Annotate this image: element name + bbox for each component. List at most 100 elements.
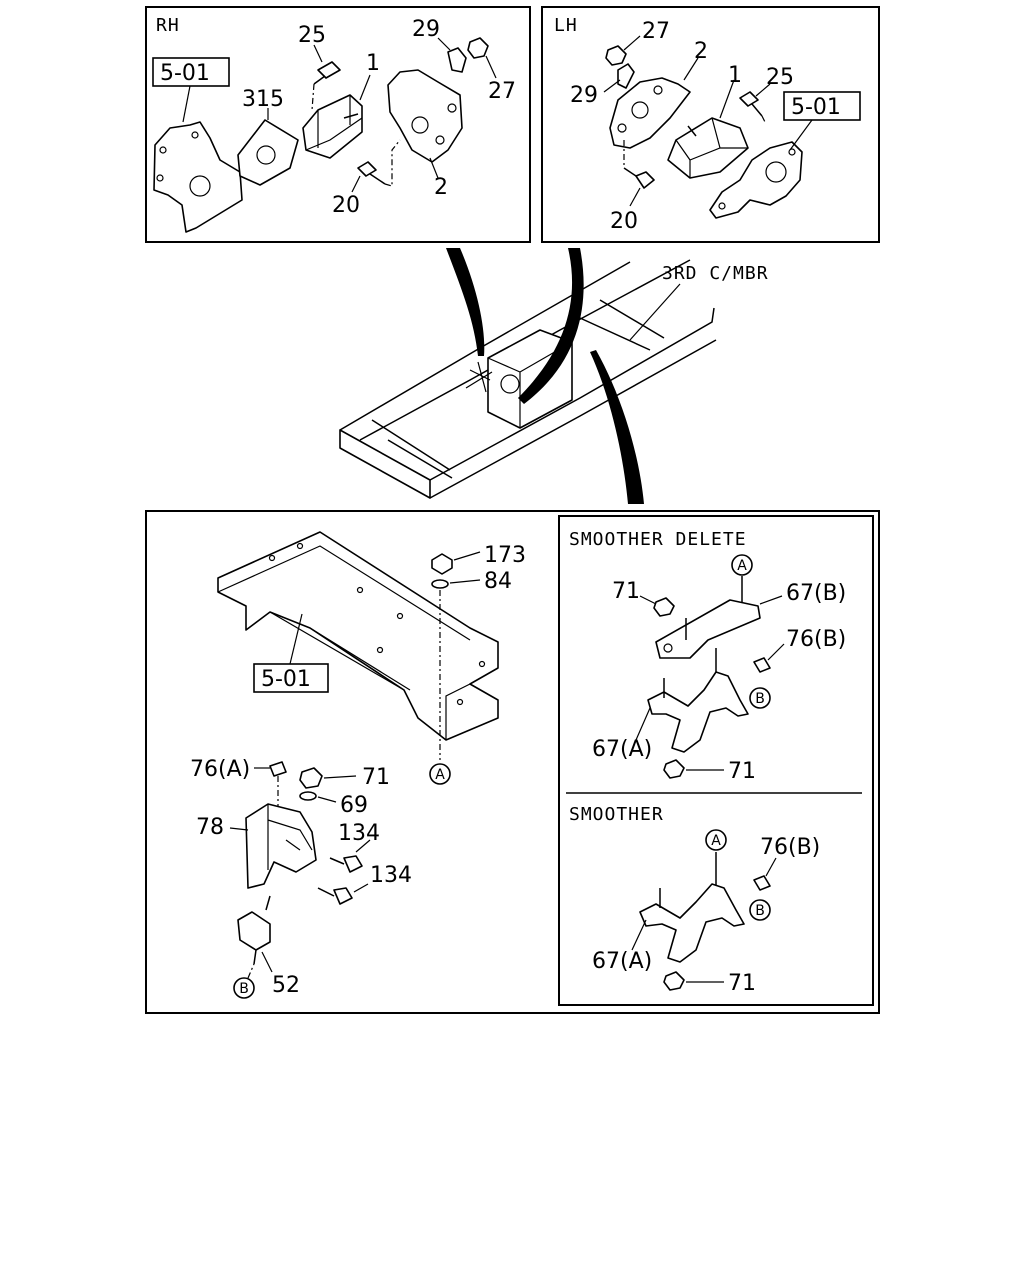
smoother-delete-bolt-76b-leader	[767, 643, 785, 661]
rh-callout-1[interactable]: 1	[366, 51, 380, 76]
rh-callout-25[interactable]: 25	[298, 23, 326, 48]
rh-panel-border	[145, 6, 531, 243]
callout-76b-smoother-delete[interactable]: 76(B)	[786, 627, 846, 652]
frame-crossmember-3rd	[579, 299, 665, 351]
bolt-134-upper-shank	[329, 857, 345, 865]
marker-b-smoother-delete[interactable]	[749, 687, 771, 709]
rh-ref-box[interactable]	[152, 57, 230, 87]
smoother-options-panel: SMOOTHER DELETE A 67(B) 71 76(B) 67(A) B…	[558, 515, 874, 1006]
smoother-delete-bolt-76b	[753, 657, 771, 673]
marker-a-smoother[interactable]	[705, 829, 727, 851]
rh-ref-label[interactable]: 5-01	[160, 61, 210, 86]
marker-a-smoother-delete-label[interactable]: A	[737, 558, 747, 574]
rh-bracket-bolt-hole-1	[159, 146, 167, 154]
lh-bracket-2-hole-large	[631, 101, 649, 119]
lh-bolt-20-shank	[623, 167, 637, 177]
callout-76b-smoother[interactable]: 76(B)	[760, 835, 820, 860]
callout-134-upper[interactable]: 134	[338, 821, 380, 846]
callout-84[interactable]: 84	[484, 569, 512, 594]
washer-84	[431, 579, 449, 589]
marker-b-smoother-delete-label[interactable]: B	[755, 691, 765, 707]
plate-67b-leader	[759, 595, 783, 605]
lower-ref-label[interactable]: 5-01	[261, 667, 311, 692]
marker-a-smoother-label[interactable]: A	[711, 833, 721, 849]
lh-callout-2[interactable]: 2	[694, 39, 708, 64]
crossmember-hole-2	[268, 554, 276, 562]
rh-mount-1-leader	[359, 74, 371, 101]
lh-ref-label[interactable]: 5-01	[791, 95, 841, 120]
strap-67a-smoother-delete-leader	[635, 707, 651, 741]
rh-bolt-25-leader	[313, 44, 323, 63]
lh-frame-bracket	[709, 141, 803, 219]
strap-67a-smoother-delete	[647, 671, 749, 753]
lh-bolt-25-centerline	[761, 115, 767, 125]
nut-71-lower-leader	[323, 775, 357, 779]
lh-callout-25[interactable]: 25	[766, 65, 794, 90]
marker-b-smoother-label[interactable]: B	[755, 903, 765, 919]
lh-nut-27	[605, 45, 627, 66]
lh-bracket-2-leader	[683, 57, 699, 81]
rh-panel-header: RH	[156, 15, 180, 36]
rh-callout-315[interactable]: 315	[242, 87, 284, 112]
callout-71-smoother[interactable]: 71	[728, 971, 756, 996]
lh-bolt-25-leader	[755, 83, 771, 97]
lh-callout-1[interactable]: 1	[728, 63, 742, 88]
callout-67a-smoother[interactable]: 67(A)	[592, 949, 652, 974]
rh-callout-27[interactable]: 27	[488, 79, 516, 104]
lh-ref-box[interactable]	[783, 91, 861, 121]
smoother-delete-nut-71-top-leader	[639, 595, 657, 605]
rh-callout-2[interactable]: 2	[434, 175, 448, 200]
marker-b-smoother[interactable]	[749, 899, 771, 921]
bolt-76a-head	[269, 761, 287, 777]
rh-bolt-25-head	[317, 61, 341, 79]
marker-a-lower[interactable]	[429, 763, 451, 785]
smoother-delete-header: SMOOTHER DELETE	[569, 529, 747, 550]
lower-panel-border	[145, 510, 880, 1014]
callout-67a-smoother-delete[interactable]: 67(A)	[592, 737, 652, 762]
lh-callout-27[interactable]: 27	[642, 19, 670, 44]
rh-bolt-25-centerline	[311, 83, 315, 111]
lower-ref-box[interactable]	[253, 663, 329, 693]
rh-bracket-bolt-hole-2	[191, 131, 199, 139]
callout-52[interactable]: 52	[272, 973, 300, 998]
frame-overview: 3RD C/MBR	[339, 248, 768, 504]
lh-pointer-arrow	[518, 248, 584, 404]
lh-frame-bracket-hole	[765, 161, 787, 183]
rh-callout-20[interactable]: 20	[332, 193, 360, 218]
rh-bracket-2	[387, 69, 463, 163]
lower-panel: 173 84 5-01 A 76(A) 71 69 78 134 134	[145, 510, 880, 1014]
marker-a-smoother-delete[interactable]	[731, 554, 753, 576]
lh-bracket-bolt-hole-1	[788, 148, 796, 156]
callout-173[interactable]: 173	[484, 543, 526, 568]
rh-bracket-bolt-hole-3	[156, 174, 164, 182]
rh-mount-1-stud	[343, 113, 359, 119]
strap-67a-smoother	[639, 883, 745, 963]
callout-67b[interactable]: 67(B)	[786, 581, 846, 606]
lh-bracket-2	[609, 77, 691, 149]
rh-pointer-arrow	[446, 248, 485, 356]
lh-bracket-2-hole-1	[617, 123, 627, 133]
smoother-bolt-76b-leader	[765, 857, 777, 877]
lh-callout-20[interactable]: 20	[610, 209, 638, 234]
callout-71-smoother-delete-bottom[interactable]: 71	[728, 759, 756, 784]
lh-clip-29-leader	[603, 79, 621, 93]
lh-ref-leader	[789, 119, 813, 151]
callout-78[interactable]: 78	[196, 815, 224, 840]
callout-71-smoother-delete-top[interactable]: 71	[612, 579, 640, 604]
rh-clip-29-leader	[437, 37, 451, 51]
lh-mount-1	[667, 117, 749, 179]
lh-bolt-25-shank	[751, 103, 763, 117]
callout-69[interactable]: 69	[340, 793, 368, 818]
callout-134-lower[interactable]: 134	[370, 863, 412, 888]
rh-callout-29[interactable]: 29	[412, 17, 440, 42]
callout-76a[interactable]: 76(A)	[190, 757, 250, 782]
marker-a-lower-label[interactable]: A	[435, 767, 445, 783]
bolt-134-lower-shank	[317, 887, 335, 897]
lh-callout-29[interactable]: 29	[570, 83, 598, 108]
marker-b-lower-label[interactable]: B	[239, 981, 249, 997]
marker-b-lower[interactable]	[233, 977, 255, 999]
callout-71-lower[interactable]: 71	[362, 765, 390, 790]
rh-mount-1	[302, 94, 363, 159]
rh-bracket-2-hole-large	[411, 116, 429, 134]
rh-bracket-2-leader	[429, 157, 439, 179]
